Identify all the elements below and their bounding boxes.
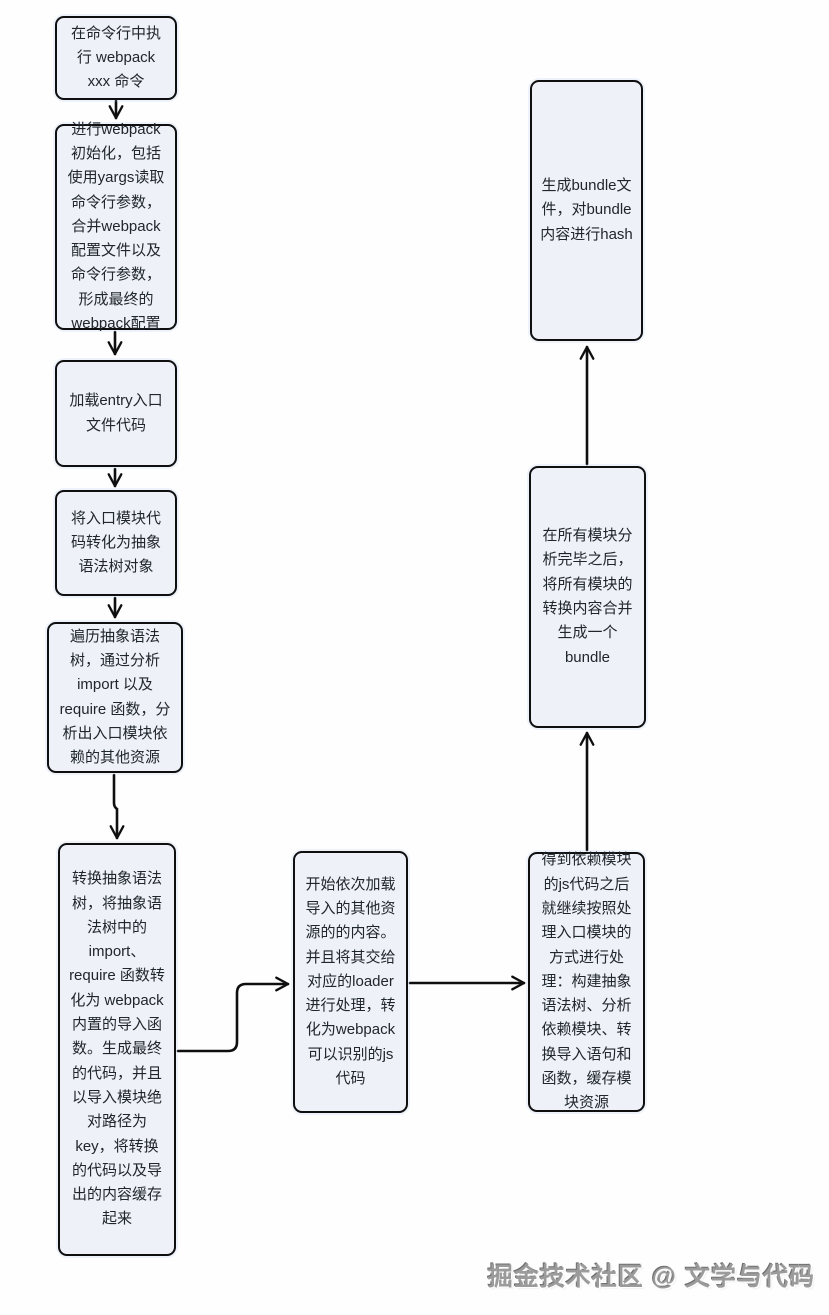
node-label: 遍历抽象语法树，通过分析 import 以及 require 函数，分析出入口模… xyxy=(59,627,171,767)
node-label: 生成bundle文件，对bundle内容进行hash xyxy=(540,177,633,243)
node-label: 将入口模块代码转化为抽象语法树对象 xyxy=(70,509,161,576)
edge-traverse-ast-to-transform-ast xyxy=(109,773,125,840)
node-label: 开始依次加载导入的其他资源的的内容。并且将其交给对应的loader进行处理，转化… xyxy=(305,875,396,1088)
flow-node-transform-ast: 转换抽象语法树，将抽象语法树中的 import、require 函数转化为 we… xyxy=(58,843,176,1256)
flow-node-load-entry: 加载entry入口文件代码 xyxy=(55,360,177,467)
flow-node-emit-bundle: 生成bundle文件，对bundle内容进行hash xyxy=(530,80,643,341)
node-label: 加载entry入口文件代码 xyxy=(69,392,163,434)
edge-transform-ast-to-load-deps xyxy=(176,976,290,1053)
flow-node-load-deps: 开始依次加载导入的其他资源的的内容。并且将其交给对应的loader进行处理，转化… xyxy=(293,851,408,1113)
node-label: 得到依赖模块的js代码之后就继续按照处理入口模块的方式进行处理：构建抽象语法树、… xyxy=(541,851,632,1112)
flow-node-process-deps: 得到依赖模块的js代码之后就继续按照处理入口模块的方式进行处理：构建抽象语法树、… xyxy=(528,851,645,1112)
flow-node-run-command: 在命令行中执行 webpack xxx 命令 xyxy=(55,16,177,100)
flow-node-traverse-ast: 遍历抽象语法树，通过分析 import 以及 require 函数，分析出入口模… xyxy=(47,622,183,773)
watermark: 掘金技术社区 @ 文学与代码 xyxy=(487,1263,815,1291)
flow-node-merge-bundle: 在所有模块分析完毕之后，将所有模块的转换内容合并生成一个 bundle xyxy=(529,466,646,728)
node-label: 在所有模块分析完毕之后，将所有模块的转换内容合并生成一个 bundle xyxy=(542,527,633,666)
node-label: 进行webpack初始化，包括使用yargs读取命令行参数，合并webpack配… xyxy=(67,120,165,333)
node-label: 转换抽象语法树，将抽象语法树中的 import、require 函数转化为 we… xyxy=(69,870,165,1228)
flow-node-init: 进行webpack初始化，包括使用yargs读取命令行参数，合并webpack配… xyxy=(55,121,177,332)
flow-node-to-ast: 将入口模块代码转化为抽象语法树对象 xyxy=(55,490,177,596)
node-label: 在命令行中执行 webpack xxx 命令 xyxy=(70,24,161,91)
